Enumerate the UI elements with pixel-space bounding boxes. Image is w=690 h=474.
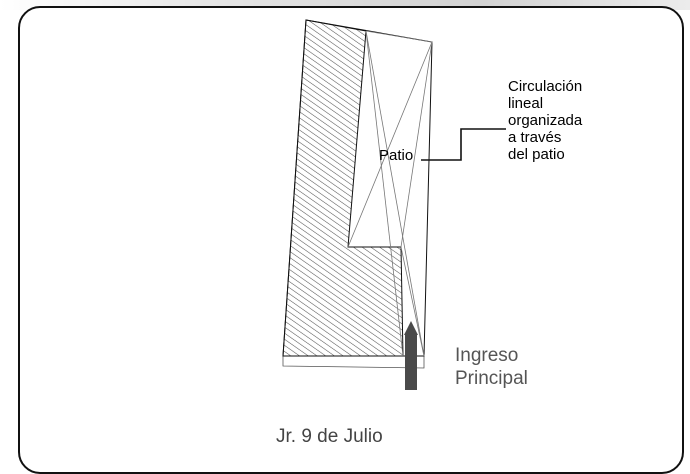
entrance-label-line: Principal xyxy=(455,368,528,389)
note-line: del patio xyxy=(508,146,565,163)
note-line: a través xyxy=(508,129,562,146)
ground-strip xyxy=(282,355,425,369)
circulation-note: Circulación lineal organizada a través d… xyxy=(508,78,582,163)
patio-label: Patio xyxy=(379,147,414,164)
entrance-label: Ingreso Principal xyxy=(455,344,528,390)
top-bar xyxy=(0,0,690,10)
note-line: Circulación xyxy=(508,78,583,95)
note-line: lineal xyxy=(508,95,544,112)
floor-plan xyxy=(282,19,506,390)
patio-cross xyxy=(347,30,433,357)
street-label: Jr. 9 de Julio xyxy=(276,426,383,447)
note-line: organizada xyxy=(508,112,583,129)
leader-line xyxy=(421,128,506,161)
arrow-up-icon xyxy=(404,321,418,390)
entrance-label-line: Ingreso xyxy=(455,345,519,366)
